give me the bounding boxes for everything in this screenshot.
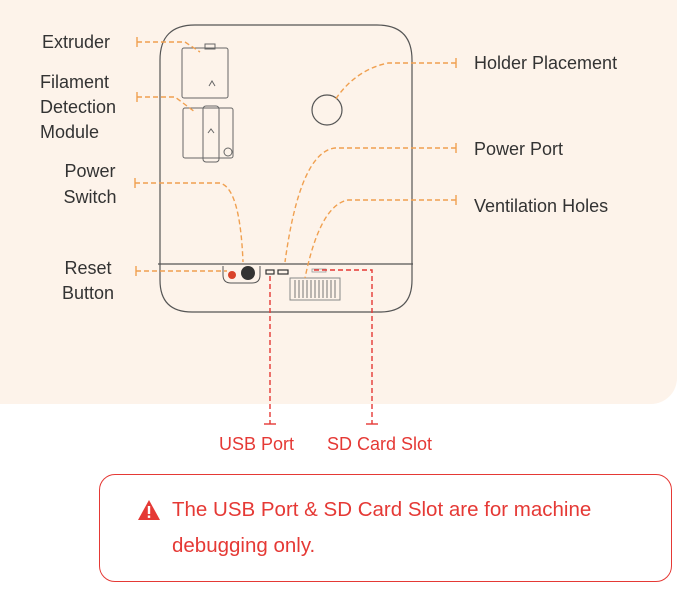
label-reset-line2: Button [61,283,115,303]
leader-lines [135,41,456,279]
leader-power-port [284,147,456,263]
power-switch [241,266,255,280]
label-holder-placement: Holder Placement [474,53,618,73]
leader-sd-card-slot [314,269,373,424]
leader-end-ticks [134,37,457,276]
label-power-switch-line2: Switch [63,187,117,207]
diagram-background-panel [0,0,677,404]
leader-holder-placement [334,62,456,101]
filament-detection-module-part [182,105,234,163]
extruder-part [181,43,229,99]
label-usb-port: USB Port [219,434,295,454]
leader-ventilation-holes [304,199,456,279]
power-switch-housing [222,266,261,284]
label-ventilation-holes: Ventilation Holes [474,196,609,216]
label-extruder: Extruder [42,32,111,52]
label-filament-line3: Module [40,122,100,142]
power-port [277,269,289,275]
leader-power-switch [135,182,244,263]
notice-text: The USB Port & SD Card Slot are for mach… [172,498,592,557]
printer-body [158,24,413,313]
debugging-notice: The USB Port & SD Card Slot are for mach… [99,474,672,582]
label-filament-line2: Detection [40,97,117,117]
label-power-port: Power Port [474,139,564,159]
reset-button [228,271,236,279]
leader-extruder [137,41,201,53]
label-power-switch-line1: Power [64,161,116,181]
label-sd-card-slot: SD Card Slot [327,434,433,454]
warning-triangle-icon [138,500,160,520]
holder-placement-hole [311,94,343,126]
usb-port [265,269,275,275]
ventilation-grille [289,277,341,301]
bottom-ports [222,266,341,301]
leader-filament-module [137,96,196,113]
port-leader-lines [269,269,373,424]
label-filament-line1: Filament [40,72,110,92]
label-reset-line1: Reset [64,258,112,278]
